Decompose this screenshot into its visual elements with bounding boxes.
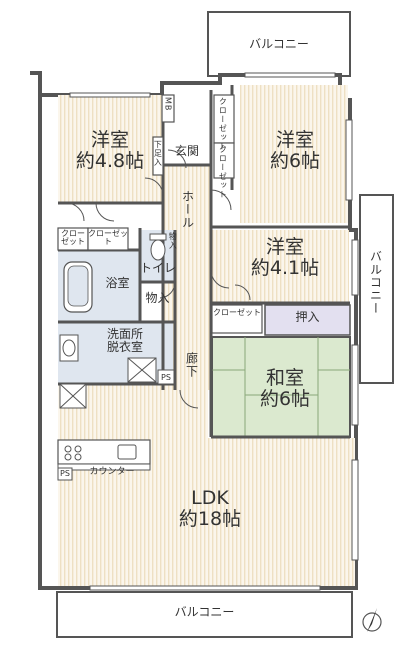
room-western-b-label: 洋室 約6帖 [245,129,345,173]
closet-c-label: クローゼット [213,308,261,317]
room-western-c-name: 洋室 [265,236,304,258]
room-western-a-floor [58,95,163,203]
closet-b2-label: クローゼット [218,145,228,199]
room-ldk-size: 約18帖 [178,508,242,531]
closet-a2-label: クローゼット [88,229,128,247]
ps-wash-label: PS [161,373,171,382]
bath-label: 浴室 [105,276,130,290]
mb-box [161,94,175,123]
room-japanese-label: 和室 約6帖 [235,367,335,411]
ps-box-wash [157,369,175,385]
stove-icon [64,445,82,461]
sink-icon [117,444,137,460]
closet-c [211,304,263,334]
room-western-a-size: 約4.8帖 [75,150,145,173]
oshiire-floor [264,304,351,336]
bathtub-icon [63,261,93,313]
balcony-top-label: バルコニー [249,37,309,51]
room-western-c-size: 約4.1帖 [250,257,320,280]
balcony-bottom-label: バルコニー [174,605,235,619]
ps-kitchen-label: PS [60,469,70,478]
north-arrow-icon [362,608,382,632]
shoe-box [152,136,164,176]
room-western-b-name: 洋室 [275,129,314,151]
room-western-b-floor [240,85,348,223]
fridge-space-icon [59,383,87,409]
room-ldk-label: LDK 約18帖 [145,487,275,531]
closet-a1-label: クローゼット [61,229,85,247]
washing-machine-icon [127,357,157,383]
balcony-right-label: バルコニー [368,250,383,315]
room-western-a-label: 洋室 約4.8帖 [60,129,160,173]
closet-a2 [87,227,129,251]
balcony-right [359,194,394,384]
oshiire-label: 押入 [295,310,320,324]
room-western-c-floor [212,230,349,302]
room-western-c-label: 洋室 約4.1帖 [230,236,340,280]
room-japanese-name: 和室 [265,367,304,389]
toilet-storage-label: 物入 [168,232,178,250]
hall-label: ホール [180,190,195,229]
toilet-icon [149,233,167,261]
shoe-box-label: 下足入 [153,140,163,167]
counter-label: カウンター [89,467,135,477]
corridor-label: 廊下 [184,352,199,378]
mb-label: MB [163,97,173,112]
room-japanese-size: 約6帖 [259,388,311,411]
washbasin-icon [59,334,79,362]
closet-b2 [213,142,235,179]
washroom-label: 洗面所 脱衣室 [106,327,143,355]
toilet-label: トイレ [140,261,177,275]
room-western-a-name: 洋室 [90,129,129,151]
closet-b1-label: クローゼット [218,97,228,151]
balcony-bottom [56,591,353,638]
room-western-b-size: 約6帖 [269,150,321,173]
balcony-top [207,11,351,77]
kitchen-counter-front [57,463,151,471]
storage-label: 物入 [145,291,170,305]
ps-box-kitchen [57,467,73,481]
entrance-label: 玄関 [174,144,199,158]
room-ldk-name: LDK [191,487,229,509]
